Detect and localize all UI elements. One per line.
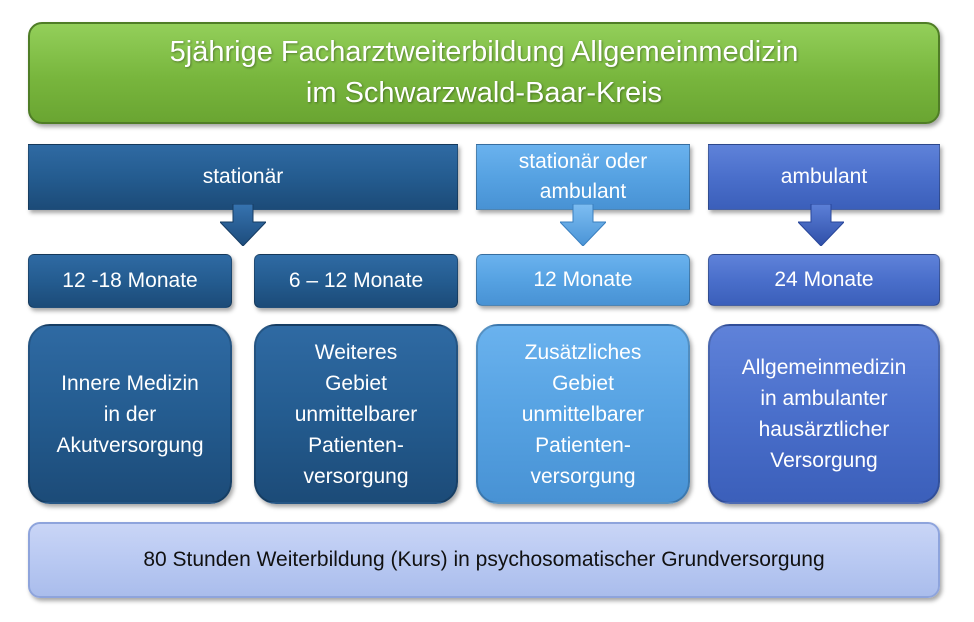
arrow-down-icon [560, 204, 606, 246]
header-stationaer-label: stationär [202, 165, 284, 188]
title-line-1: 5jährige Facharztweiterbildung Allgemein… [169, 36, 799, 68]
header-soa-line-1: stationär oder [518, 150, 648, 173]
card-weiteres-line: Weiteres [314, 340, 398, 364]
card-allgemein-line: hausärztlicher [758, 418, 890, 441]
footer-psychosomatik: 80 Stunden Weiterbildung (Kurs) in psych… [28, 522, 940, 598]
header-stationaer: stationär [28, 144, 458, 210]
duration-innere: 12 -18 Monate [28, 254, 232, 308]
card-innere-medizin: Innere Medizin in der Akutversorgung [28, 324, 232, 504]
card-allgemein-line: Versorgung [770, 449, 878, 472]
arrow-down-icon [798, 204, 844, 246]
card-innere-line: Innere Medizin [61, 371, 199, 395]
header-ambulant: ambulant [708, 144, 940, 210]
card-zusaetzlich-line: Patienten- [535, 433, 631, 457]
duration-weiteres: 6 – 12 Monate [254, 254, 458, 308]
duration-zusaetzlich-label: 12 Monate [533, 268, 633, 291]
card-zusaetzlich-line: versorgung [530, 464, 636, 488]
header-ambulant-label: ambulant [780, 165, 868, 188]
card-allgemein-line: in ambulanter [760, 387, 888, 410]
card-weiteres-line: versorgung [303, 464, 409, 488]
duration-weiteres-label: 6 – 12 Monate [288, 269, 424, 292]
card-weiteres-line: Patienten- [308, 433, 404, 457]
card-innere-line: in der [103, 402, 157, 426]
duration-innere-label: 12 -18 Monate [62, 269, 198, 292]
card-weiteres-gebiet: Weiteres Gebiet unmittelbarer Patienten-… [254, 324, 458, 504]
duration-zusaetzlich: 12 Monate [476, 254, 690, 306]
card-zusaetzliches-gebiet: Zusätzliches Gebiet unmittelbarer Patien… [476, 324, 690, 504]
card-zusaetzlich-line: Zusätzliches [524, 340, 642, 364]
diagram-title: 5jährige Facharztweiterbildung Allgemein… [28, 22, 940, 124]
card-allgemein-line: Allgemeinmedizin [741, 356, 907, 379]
duration-allgemein-label: 24 Monate [774, 268, 874, 291]
card-allgemeinmedizin: Allgemeinmedizin in ambulanter hausärztl… [708, 324, 940, 504]
card-zusaetzlich-line: Gebiet [552, 371, 614, 395]
card-zusaetzlich-line: unmittelbarer [521, 402, 645, 426]
header-stationaer-oder-ambulant: stationär oder ambulant [476, 144, 690, 210]
title-line-2: im Schwarzwald-Baar-Kreis [305, 77, 663, 109]
arrow-down-icon [220, 204, 266, 246]
card-innere-line: Akutversorgung [56, 433, 204, 457]
card-weiteres-line: unmittelbarer [294, 402, 418, 426]
header-soa-line-2: ambulant [539, 180, 627, 203]
duration-allgemein: 24 Monate [708, 254, 940, 306]
footer-label: 80 Stunden Weiterbildung (Kurs) in psych… [143, 548, 825, 571]
card-weiteres-line: Gebiet [325, 371, 387, 395]
